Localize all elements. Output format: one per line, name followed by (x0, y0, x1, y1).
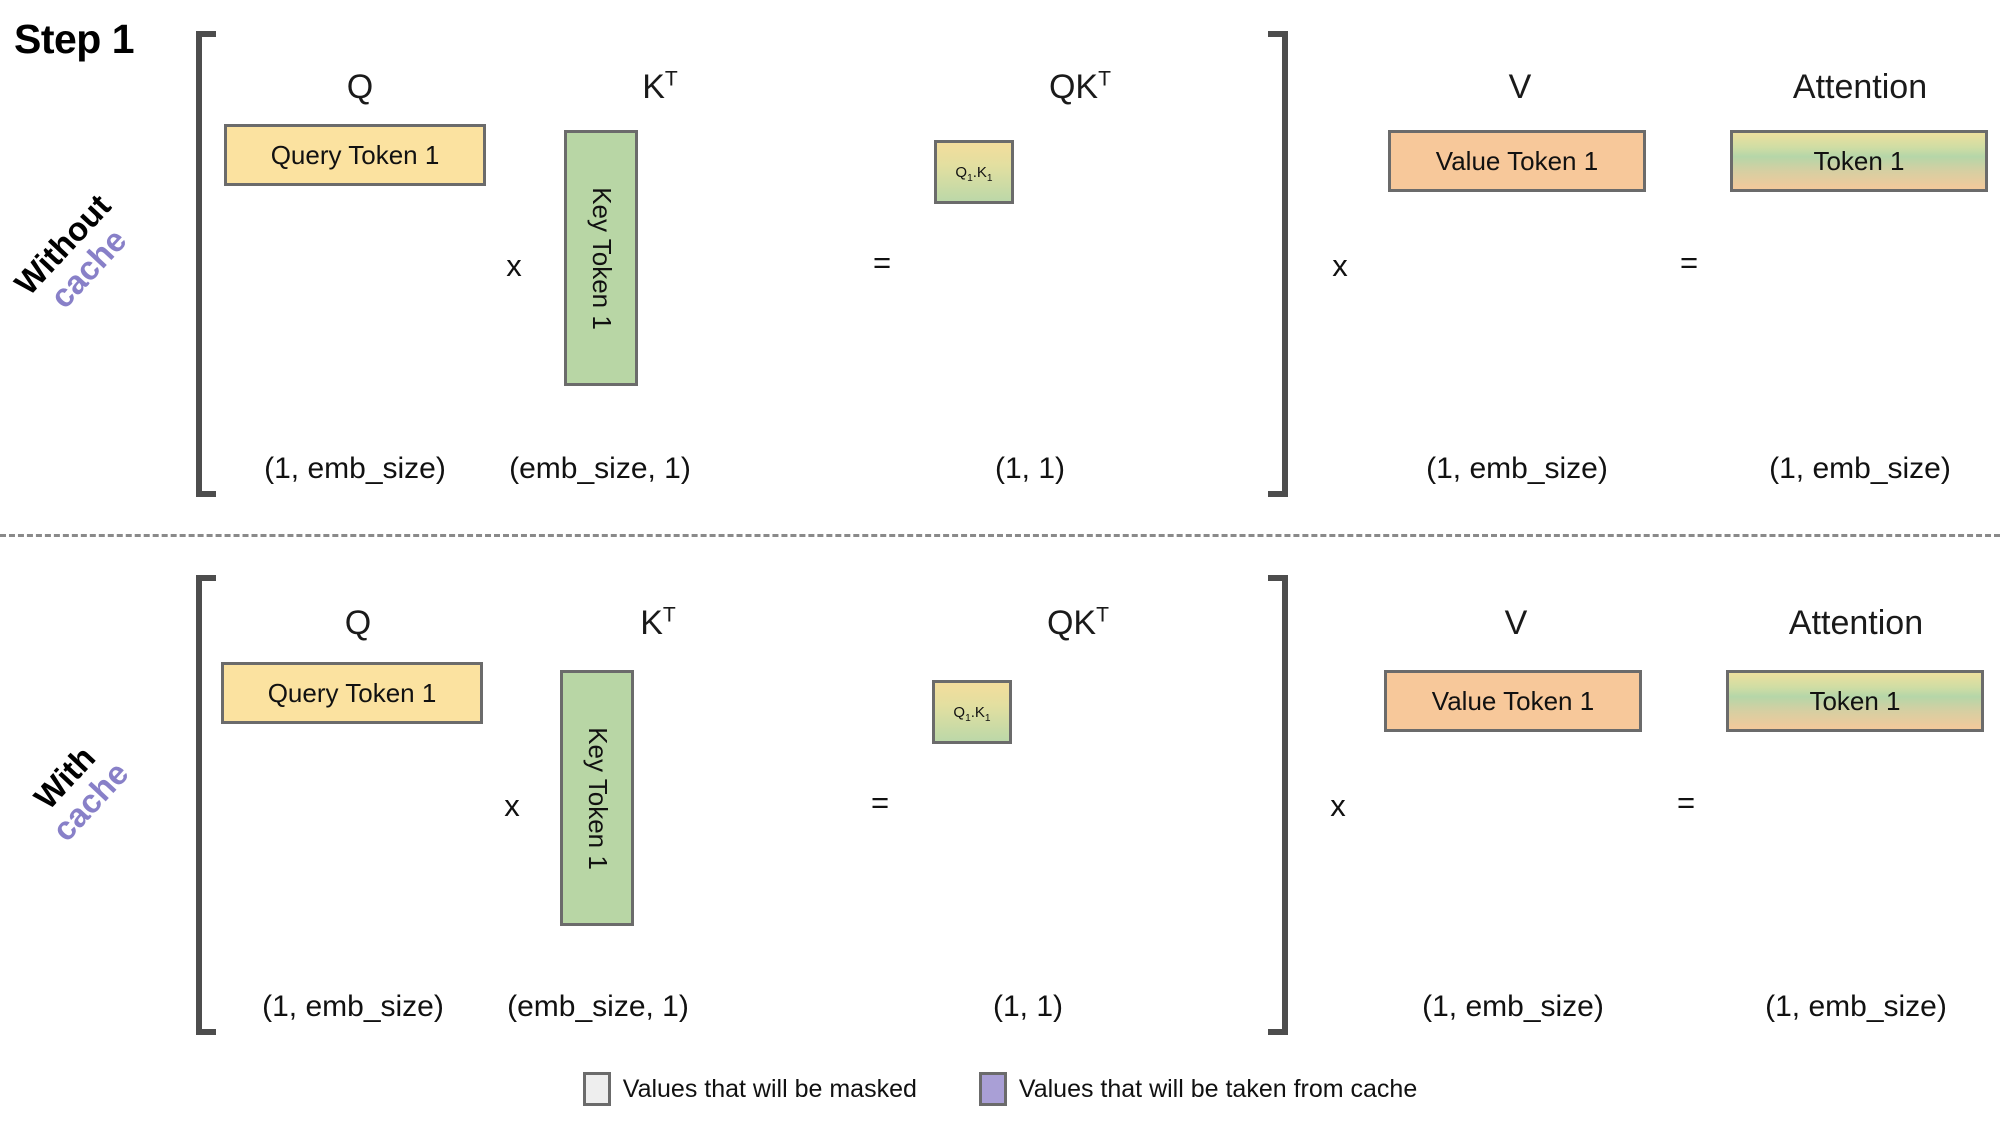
cell-attention-token-without-cache: Token 1 (1730, 130, 1988, 192)
caption-q-without-cache: Q (346, 68, 374, 106)
caption-attention-with-cache: Attention (1788, 604, 1924, 642)
caption-qkt-base: QK (1048, 68, 1099, 106)
operator-equals-attn-without-cache: = (1679, 245, 1699, 280)
shape-v-without-cache: (1, emb_size) (1426, 452, 1608, 485)
bracket-left-row-without-cache (196, 31, 222, 497)
cell-query-token-label: Query Token 1 (270, 139, 440, 170)
cell-key-token-with-cache: Key Token 1 (560, 670, 634, 926)
bracket-left-row-with-cache (196, 575, 222, 1035)
legend: Values that will be masked Values that w… (0, 1072, 2000, 1106)
cell-value-token-without-cache: Value Token 1 (1388, 130, 1646, 192)
qk-q-subscript: 1 (967, 172, 973, 184)
cell-attention-token-label: Token 1 (1809, 685, 1901, 716)
operator-multiply-qk-with-cache: x (504, 788, 520, 823)
cell-key-token-without-cache: Key Token 1 (564, 130, 638, 386)
cell-query-token-label: Query Token 1 (267, 677, 437, 708)
cell-attention-token-label: Token 1 (1813, 145, 1905, 176)
caption-kt-with-cache: KT (528, 604, 788, 643)
section-divider (0, 534, 2000, 537)
caption-kt-superscript: T (664, 67, 678, 91)
caption-qkt-superscript: T (1098, 67, 1111, 91)
qk-k-base: K (976, 163, 987, 181)
legend-item-masked: Values that will be masked (582, 1072, 917, 1106)
operator-equals-attn-with-cache: = (1676, 785, 1696, 820)
operator-multiply-v-without-cache: x (1332, 248, 1348, 283)
caption-kt-base: K (640, 604, 663, 642)
caption-qkt-without-cache: QKT (950, 68, 1210, 107)
caption-kt-base: K (642, 68, 665, 106)
qk-k-subscript: 1 (984, 712, 991, 724)
caption-qkt-base: QK (1046, 604, 1097, 642)
cell-query-token-with-cache: Query Token 1 (221, 662, 483, 724)
operator-multiply-v-with-cache: x (1330, 788, 1346, 823)
bracket-right-row-with-cache (1262, 575, 1288, 1035)
shape-kt-without-cache: (emb_size, 1) (509, 452, 691, 485)
shape-attention-without-cache: (1, emb_size) (1769, 452, 1951, 485)
caption-attention-without-cache: Attention (1792, 68, 1928, 106)
legend-label-masked: Values that will be masked (622, 1074, 917, 1103)
qk-q-base: Q (955, 163, 968, 181)
shape-kt-with-cache: (emb_size, 1) (507, 990, 689, 1023)
legend-swatch-masked-icon (582, 1072, 611, 1106)
page-title: Step 1 (14, 16, 135, 62)
qk-k-base: K (974, 703, 985, 721)
cell-value-token-label: Value Token 1 (1435, 145, 1599, 176)
shape-qkt-without-cache: (1, 1) (994, 452, 1066, 485)
qk-dot: . (970, 703, 975, 721)
cell-qk-product-without-cache: Q1.K1 (934, 140, 1014, 204)
cell-value-token-with-cache: Value Token 1 (1384, 670, 1642, 732)
qk-k-subscript: 1 (986, 172, 993, 184)
legend-swatch-cached-icon (978, 1072, 1007, 1106)
caption-kt-superscript: T (662, 603, 676, 627)
cell-query-token-without-cache: Query Token 1 (224, 124, 486, 186)
legend-item-cached: Values that will be taken from cache (978, 1072, 1418, 1106)
cell-key-token-label: Key Token 1 (586, 186, 617, 330)
shape-attention-with-cache: (1, emb_size) (1765, 990, 1947, 1023)
legend-label-cached: Values that will be taken from cache (1018, 1074, 1418, 1103)
caption-kt-without-cache: KT (530, 68, 790, 107)
caption-qkt-with-cache: QKT (948, 604, 1208, 643)
cell-qk-product-with-cache: Q1.K1 (932, 680, 1012, 744)
cell-attention-token-with-cache: Token 1 (1726, 670, 1984, 732)
cell-key-token-label: Key Token 1 (582, 726, 613, 870)
caption-q-with-cache: Q (344, 604, 372, 642)
shape-q-without-cache: (1, emb_size) (264, 452, 446, 485)
operator-equals-qk-with-cache: = (870, 785, 890, 820)
qk-q-subscript: 1 (965, 712, 971, 724)
qk-dot: . (972, 163, 977, 181)
cell-qk-product-label: Q1.K1 (953, 703, 991, 724)
caption-qkt-superscript: T (1096, 603, 1109, 627)
caption-v-without-cache: V (1508, 68, 1532, 106)
row-label-with-cache: With cache (0, 671, 192, 909)
shape-q-with-cache: (1, emb_size) (262, 990, 444, 1023)
row-label-without-cache: Without cache (0, 138, 190, 376)
bracket-right-row-without-cache (1262, 31, 1288, 497)
cell-qk-product-label: Q1.K1 (955, 163, 993, 184)
qk-q-base: Q (953, 703, 966, 721)
shape-v-with-cache: (1, emb_size) (1422, 990, 1604, 1023)
operator-multiply-qk-without-cache: x (506, 248, 522, 283)
operator-equals-qk-without-cache: = (872, 245, 892, 280)
cell-value-token-label: Value Token 1 (1431, 685, 1595, 716)
shape-qkt-with-cache: (1, 1) (992, 990, 1064, 1023)
caption-v-with-cache: V (1504, 604, 1528, 642)
